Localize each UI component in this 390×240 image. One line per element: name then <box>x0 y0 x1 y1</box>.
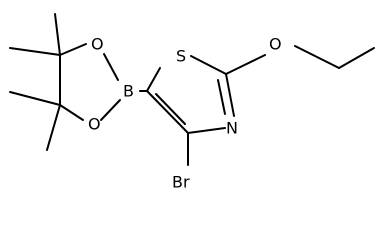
bond-ch2-ch3 <box>338 47 375 69</box>
molecule-structure: S N Br B O O O <box>9 13 375 192</box>
ring-oxygen-top-label: O <box>91 35 104 54</box>
pinacol-boronate <box>9 13 148 151</box>
thiazole-ring <box>146 55 235 134</box>
bond-c2-o <box>225 54 266 75</box>
sulfur-label: S <box>176 47 186 66</box>
ether-oxygen-label: O <box>269 35 282 54</box>
bromine-label: Br <box>172 173 190 192</box>
bond-c2-n <box>225 73 235 117</box>
bond-methyl-1 <box>54 13 61 56</box>
bond-c4-c5-double <box>155 93 186 125</box>
bond-o-ch2 <box>294 45 340 69</box>
boron-label: B <box>123 82 134 101</box>
ring-oxygen-bottom-label: O <box>88 115 101 134</box>
bond-methyl-3 <box>9 91 61 106</box>
bond-o-top-c <box>59 43 87 56</box>
bond-s-c2 <box>190 55 227 75</box>
nitrogen-label: N <box>226 119 238 138</box>
bond-c2-n-double <box>217 79 226 115</box>
bond-b-o-top <box>103 53 119 81</box>
bond-methyl-2 <box>9 47 61 56</box>
ethoxy-group <box>225 45 375 75</box>
bond-c4-c5 <box>146 90 189 134</box>
bond-s-c5 <box>146 67 161 92</box>
bond-methyl-4 <box>46 104 61 151</box>
bond-b-o-bottom <box>100 99 121 121</box>
bond-o-bottom-c <box>59 104 84 121</box>
bond-n-c4 <box>187 127 226 134</box>
